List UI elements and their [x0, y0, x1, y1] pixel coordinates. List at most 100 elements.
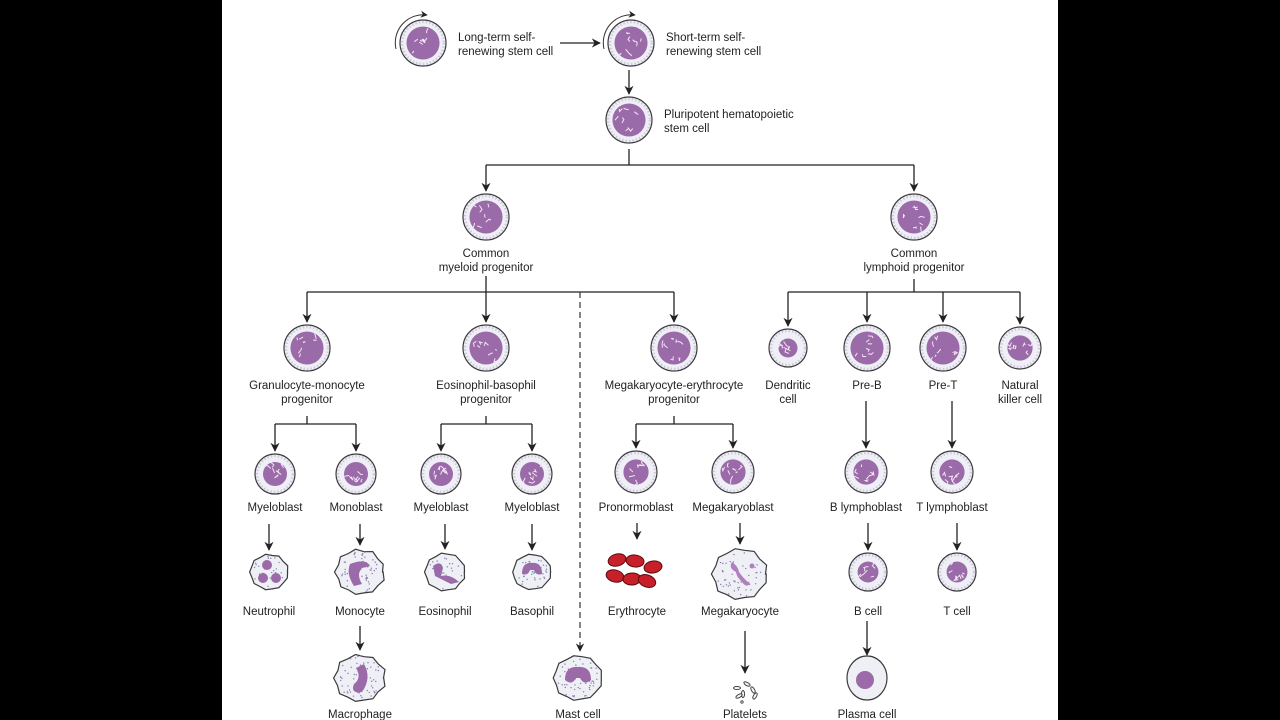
cell-nucleus	[469, 331, 503, 365]
node-label: B cell	[854, 606, 882, 618]
node-label-line: progenitor	[648, 394, 700, 406]
node-monocyte: Monocyte	[333, 548, 385, 618]
node-label-line: Natural	[1001, 380, 1038, 392]
node-label: Mast cell	[555, 709, 600, 720]
node-label-line: Erythrocyte	[608, 606, 666, 618]
cell-nucleus	[614, 26, 648, 60]
node-label: Monocyte	[335, 606, 385, 618]
node-label: Eosinophil-basophil progenitor	[436, 380, 536, 406]
node-label-line: Macrophage	[328, 709, 392, 720]
node-label: B lymphoblast	[830, 502, 903, 514]
node-basophil: Basophil	[510, 553, 554, 618]
node-label: Myeloblast	[414, 502, 470, 514]
node-label: Megakaryocyte	[701, 606, 779, 618]
small-cell-icon	[768, 328, 808, 368]
node-label: Common myeloid progenitor	[439, 248, 534, 274]
node-myeloblast-3: Myeloblast	[505, 453, 561, 514]
node-label-line: Megakaryoblast	[692, 502, 774, 514]
node-myeloblast-2: Myeloblast	[414, 453, 470, 514]
node-erythrocyte: Erythrocyte	[605, 553, 666, 618]
node-ebp: Eosinophil-basophil progenitor	[436, 324, 536, 406]
node-label-line: Common	[891, 248, 938, 260]
edges-layer	[264, 38, 1025, 674]
cell-nucleus	[1007, 335, 1033, 361]
self-renewal-arrow-icon	[394, 10, 428, 50]
blast-cell-icon	[511, 453, 553, 495]
node-label-line: Pronormoblast	[599, 502, 675, 514]
node-label: Short-term self-renewing stem cell	[666, 32, 761, 58]
node-label-line: Granulocyte-monocyte	[249, 380, 365, 392]
node-platelets: Platelets	[723, 681, 767, 720]
cell-nucleus	[290, 331, 324, 365]
cell-nucleus	[406, 26, 440, 60]
node-label-line: Neutrophil	[243, 606, 295, 618]
stem-cell-icon	[283, 324, 331, 372]
self-renewal-arrow-icon	[602, 10, 636, 50]
node-label-line: Short-term self-	[666, 32, 745, 44]
platelet	[733, 685, 741, 691]
node-label: Myeloblast	[505, 502, 561, 514]
node-plasma-cell: Plasma cell	[838, 655, 897, 720]
red-blood-cell	[643, 560, 663, 574]
cell-nucleus	[720, 459, 746, 485]
node-megakaryocyte: Megakaryocyte	[701, 548, 779, 618]
platelet	[735, 693, 743, 699]
node-label: T lymphoblast	[916, 502, 988, 514]
node-label-line: progenitor	[460, 394, 512, 406]
node-label-line: Platelets	[723, 709, 767, 720]
stem-cell-icon	[843, 324, 891, 372]
stem-cell-icon	[602, 10, 655, 67]
cell-nucleus	[520, 462, 544, 486]
monocyte-cell-icon	[333, 548, 385, 596]
node-label-line: Myeloblast	[248, 502, 304, 514]
node-megakaryoblast: Megakaryoblast	[692, 450, 774, 514]
stem-cell-icon	[394, 10, 447, 67]
node-label-line: Megakaryocyte	[701, 606, 779, 618]
node-label: Plasma cell	[838, 709, 897, 720]
neutrophil-cell-icon	[248, 553, 289, 591]
platelet	[743, 681, 751, 687]
node-label: Eosinophil	[418, 606, 471, 618]
node-st-hsc: Short-term self-renewing stem cell	[602, 10, 761, 67]
node-pre-t: Pre-T	[919, 324, 967, 392]
node-label-line: B cell	[854, 606, 882, 618]
stem-cell-icon	[462, 193, 510, 241]
red-blood-cell	[607, 553, 627, 567]
node-myeloblast-1: Myeloblast	[248, 453, 304, 514]
node-t-lymphoblast: T lymphoblast	[916, 450, 988, 514]
cell-nucleus	[897, 200, 931, 234]
cell-nucleus	[857, 561, 879, 583]
node-mast-cell: Mast cell	[552, 655, 602, 720]
cell-nucleus	[657, 331, 691, 365]
node-neutrophil: Neutrophil	[243, 553, 295, 618]
node-label-line: T lymphoblast	[916, 502, 988, 514]
cell-nucleus	[850, 331, 884, 365]
node-label: Myeloblast	[248, 502, 304, 514]
node-label-line: Eosinophil-basophil	[436, 380, 536, 392]
stem-cell-icon	[650, 324, 698, 372]
node-eosinophil: Eosinophil	[418, 552, 472, 618]
blast-cell-icon	[614, 450, 658, 494]
node-label-line: Basophil	[510, 606, 554, 618]
node-label: Monoblast	[329, 502, 383, 514]
blast-cell-icon	[844, 450, 888, 494]
node-label: Megakaryoblast	[692, 502, 774, 514]
node-label: Pre-T	[929, 380, 958, 392]
node-label: Pre-B	[852, 380, 882, 392]
node-label-line: myeloid progenitor	[439, 262, 534, 274]
cell-nucleus	[853, 459, 879, 485]
node-label-line: Common	[463, 248, 510, 260]
red-blood-cell	[625, 554, 645, 568]
node-label: Neutrophil	[243, 606, 295, 618]
basophil-cell-icon	[512, 553, 552, 591]
cell-nucleus	[939, 459, 965, 485]
node-pronormoblast: Pronormoblast	[599, 450, 675, 514]
